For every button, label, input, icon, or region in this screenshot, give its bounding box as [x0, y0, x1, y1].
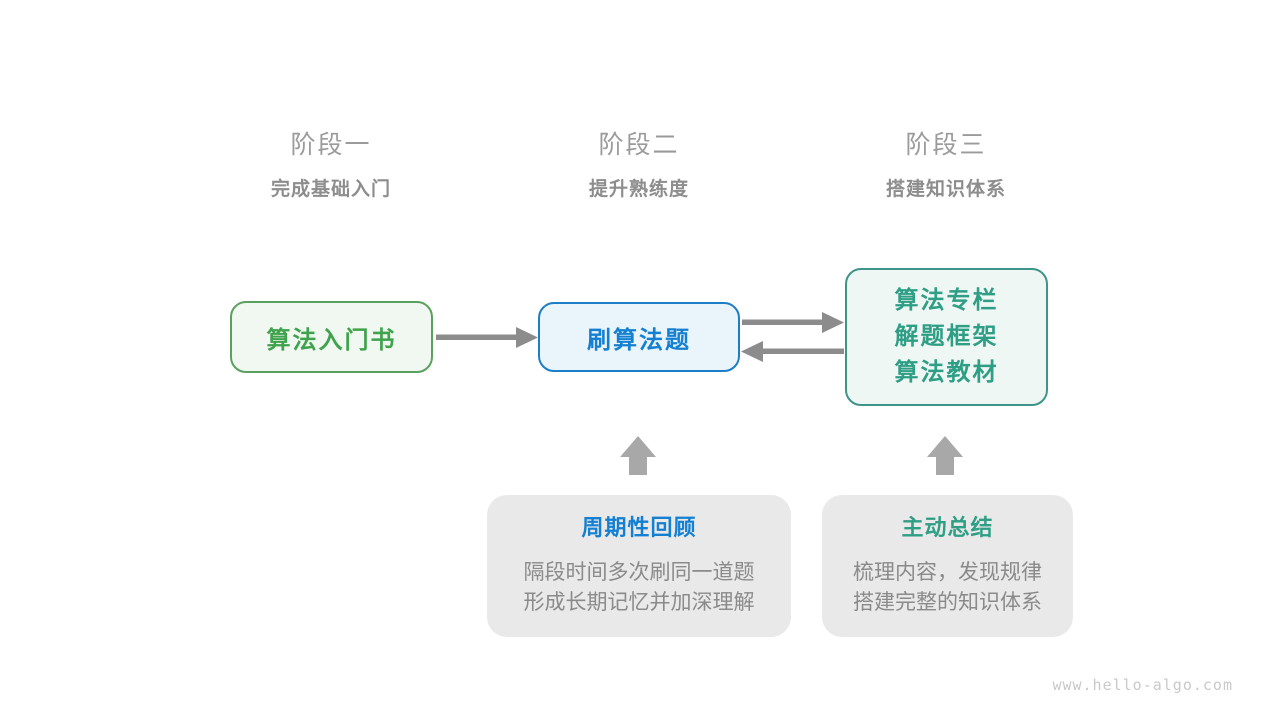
node-practice-label: 刷算法题: [587, 326, 691, 354]
callout-summarize-line-1: 梳理内容，发现规律: [853, 561, 1042, 584]
node-intro-book-label: 算法入门书: [266, 326, 397, 354]
stage-1-subtitle: 完成基础入门: [270, 179, 392, 200]
resource-item-textbooks: 算法教材: [894, 359, 999, 386]
callout-review-body: 隔段时间多次刷同一道题 形成长期记忆并加深理解: [524, 558, 755, 618]
node-intro-book: 算法入门书: [230, 301, 433, 373]
stage-2-title: 阶段二: [598, 131, 680, 159]
node-advanced-resources: 算法专栏 解题框架 算法教材: [845, 268, 1048, 406]
callout-summarize-line-2: 搭建完整的知识体系: [853, 591, 1042, 614]
callout-active-summary: 主动总结 梳理内容，发现规律 搭建完整的知识体系: [822, 495, 1073, 637]
stage-3-subtitle: 搭建知识体系: [885, 179, 1007, 200]
resource-item-frameworks: 解题框架: [894, 323, 999, 350]
resource-item-columns: 算法专栏: [894, 287, 999, 314]
callout-review-title: 周期性回顾: [581, 515, 697, 540]
stage-header-1: 阶段一 完成基础入门: [270, 131, 392, 200]
arrow-practice-to-resources: [742, 312, 844, 333]
callout-review-line-1: 隔段时间多次刷同一道题: [523, 561, 755, 584]
callout-summarize-title: 主动总结: [901, 515, 994, 540]
site-watermark: www.hello-algo.com: [1052, 676, 1233, 694]
node-practice-problems: 刷算法题: [538, 302, 740, 372]
arrow-resources-to-practice: [741, 341, 844, 362]
callout-periodic-review: 周期性回顾 隔段时间多次刷同一道题 形成长期记忆并加深理解: [487, 495, 791, 637]
block-arrow-review-up: [620, 436, 656, 475]
stage-2-subtitle: 提升熟练度: [588, 179, 690, 200]
stage-header-2: 阶段二 提升熟练度: [588, 131, 690, 200]
callout-summarize-body: 梳理内容，发现规律 搭建完整的知识体系: [853, 558, 1042, 618]
block-arrow-summarize-up: [927, 436, 963, 475]
stage-header-3: 阶段三 搭建知识体系: [885, 131, 1007, 200]
stage-1-title: 阶段一: [290, 131, 372, 159]
stage-3-title: 阶段三: [905, 131, 987, 159]
callout-review-line-2: 形成长期记忆并加深理解: [523, 591, 755, 614]
arrow-intro-to-practice: [436, 327, 538, 348]
